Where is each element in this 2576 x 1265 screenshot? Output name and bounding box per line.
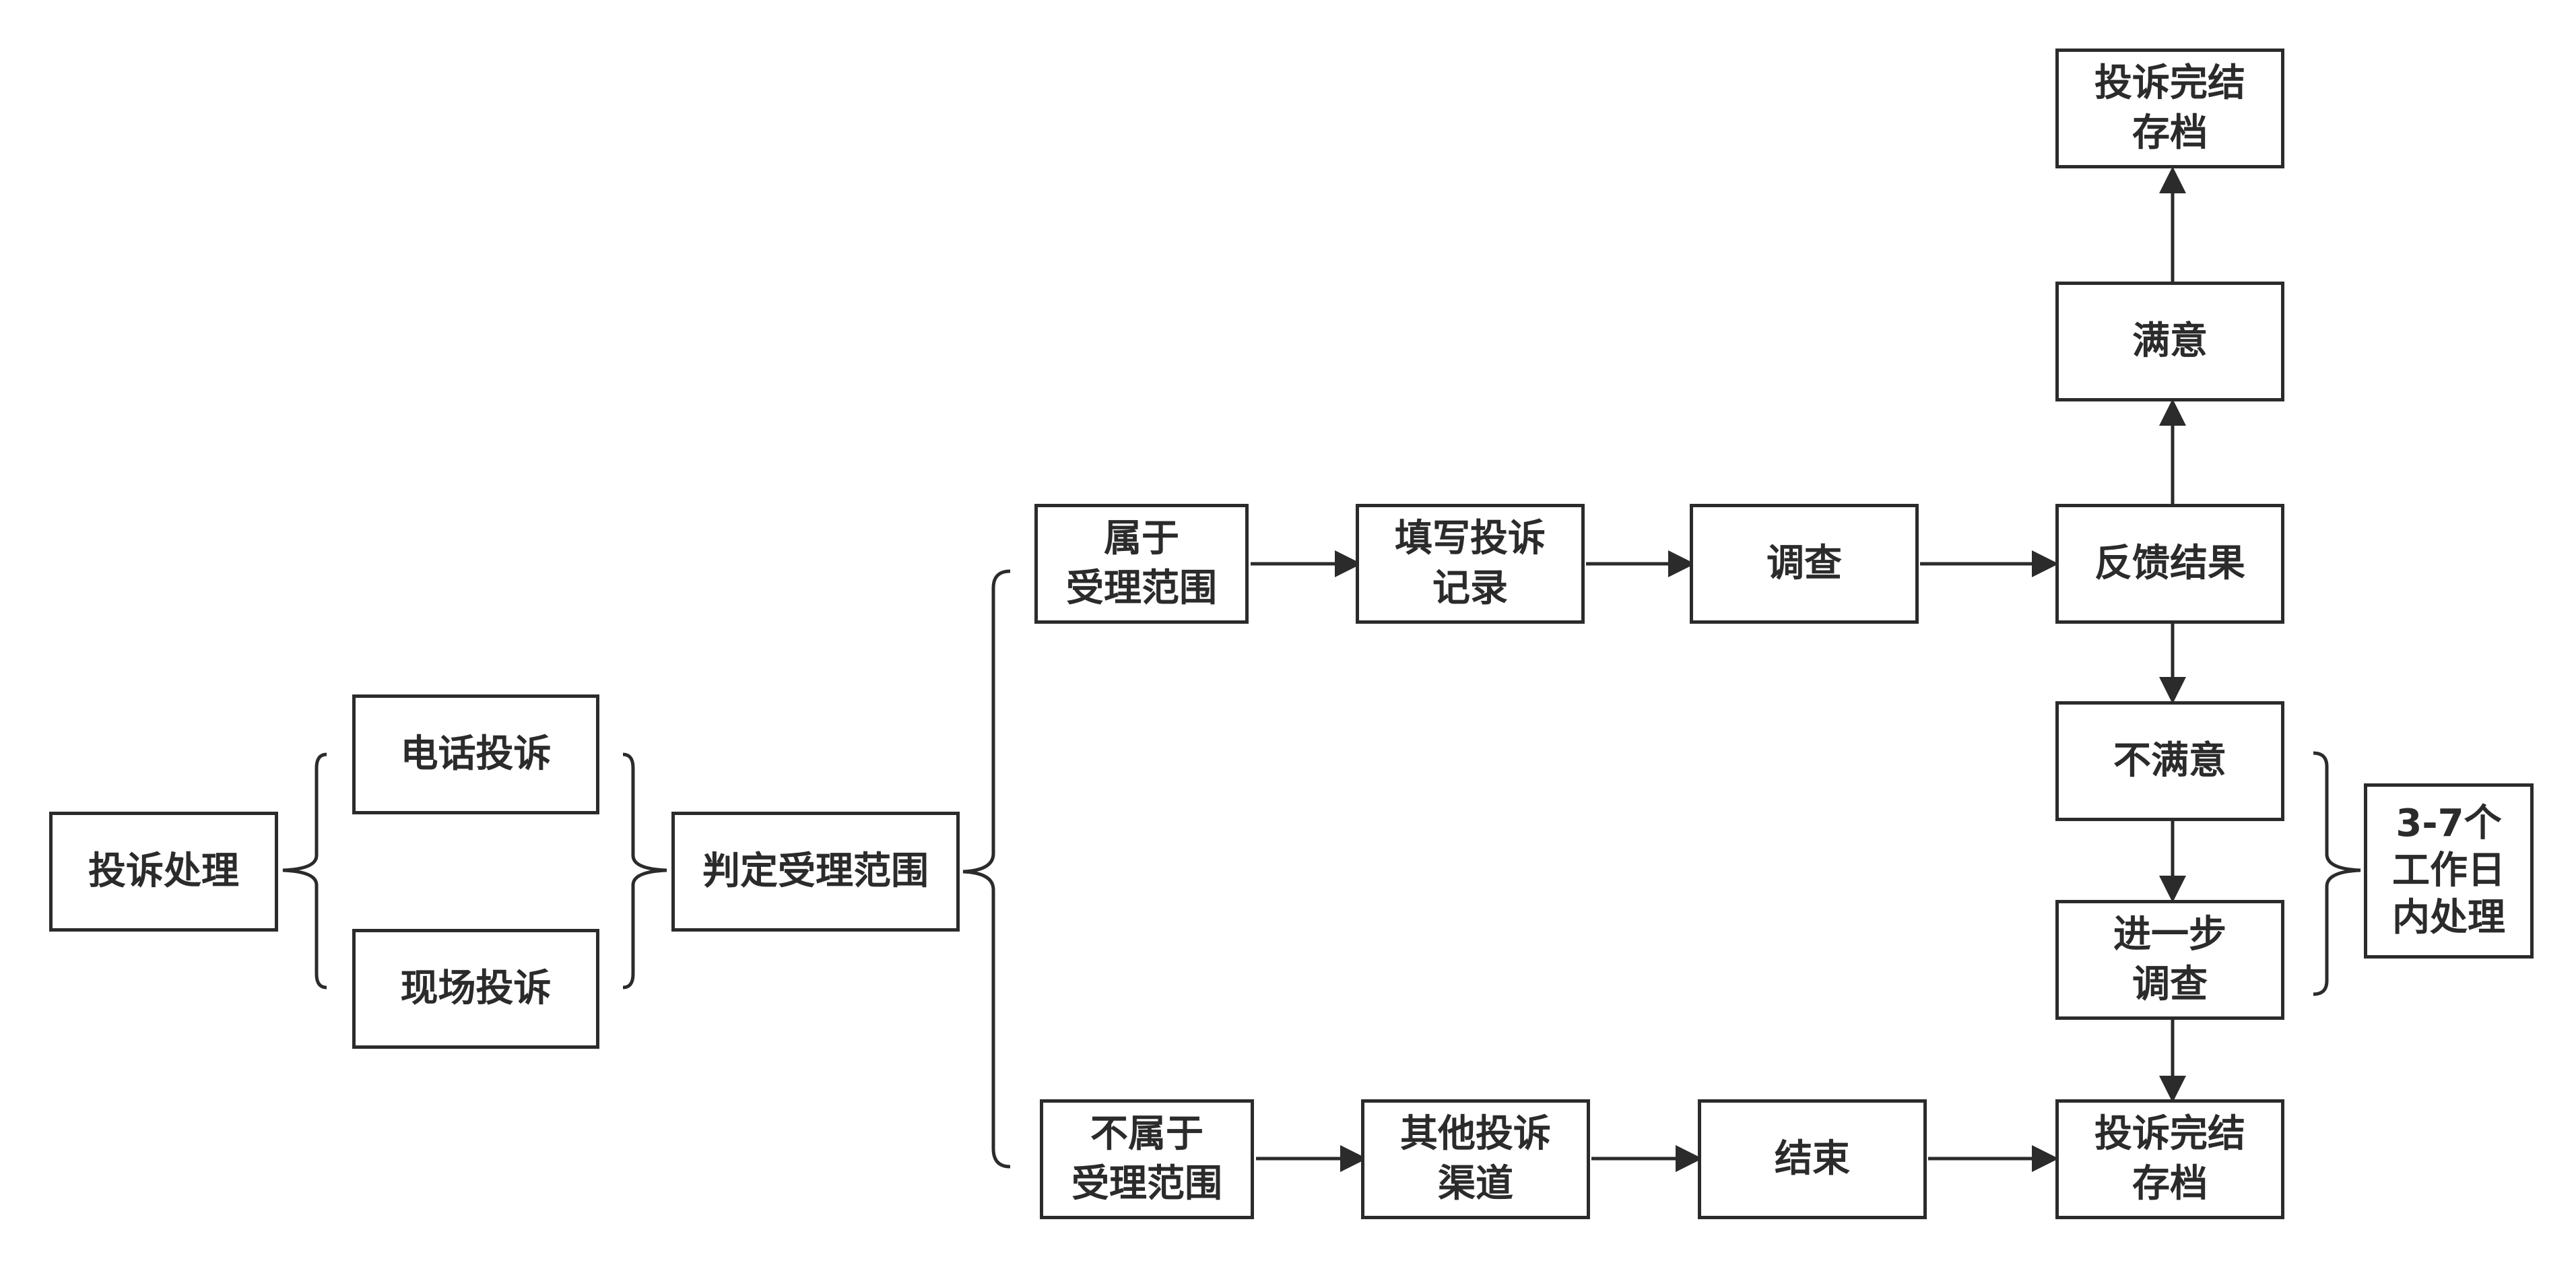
node-satisfied: 满意 [2055, 282, 2284, 401]
node-end: 结束 [1698, 1099, 1927, 1219]
node-processing-period-note: 3-7个 工作日 内处理 [2364, 783, 2534, 959]
node-fill-record: 填写投诉 记录 [1356, 504, 1585, 624]
node-onsite-complaint: 现场投诉 [352, 929, 599, 1049]
bracket-complaint-types-left [282, 752, 327, 990]
node-archive-bottom: 投诉完结 存档 [2055, 1099, 2284, 1219]
bracket-complaint-types-right [622, 752, 667, 990]
node-archive-top: 投诉完结 存档 [2055, 48, 2284, 168]
node-in-scope: 属于 受理范围 [1034, 504, 1249, 624]
bracket-processing-period [2313, 751, 2361, 996]
node-determine-scope: 判定受理范围 [671, 812, 960, 932]
node-other-channels: 其他投诉 渠道 [1361, 1099, 1590, 1219]
node-feedback: 反馈结果 [2055, 504, 2284, 624]
node-not-satisfied: 不满意 [2055, 701, 2284, 821]
bracket-scope-branches [962, 569, 1011, 1169]
node-investigate: 调查 [1690, 504, 1919, 624]
node-phone-complaint: 电话投诉 [352, 694, 599, 814]
node-out-of-scope: 不属于 受理范围 [1040, 1099, 1254, 1219]
node-further-investigate: 进一步 调查 [2055, 900, 2284, 1020]
node-complaint-handling: 投诉处理 [49, 812, 278, 932]
